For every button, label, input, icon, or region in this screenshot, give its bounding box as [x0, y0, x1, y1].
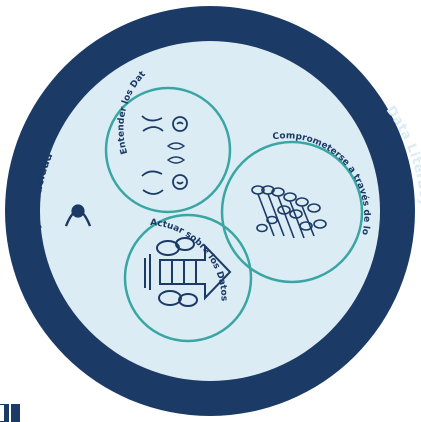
- crowd-icon: [251, 185, 327, 239]
- arrow-people-icon: [144, 237, 232, 307]
- people-emotions-icon: [141, 115, 188, 195]
- circle-understand: [104, 86, 232, 214]
- logo-mark: [0, 404, 20, 422]
- inner-disc: [40, 41, 380, 381]
- eye-icon: [64, 204, 92, 227]
- circle-act: [123, 213, 253, 343]
- circle-engage: [220, 140, 364, 284]
